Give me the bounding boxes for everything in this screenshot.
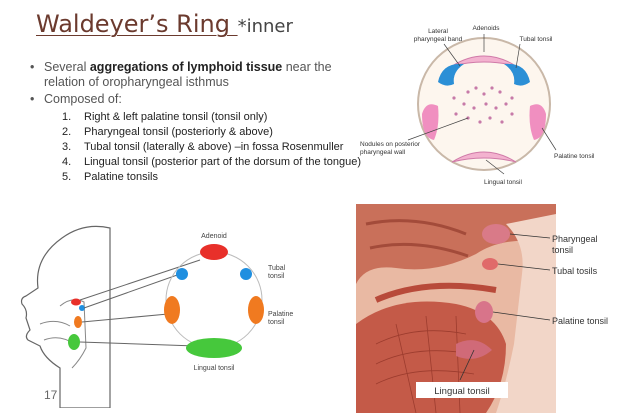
label-lateral: Lateral [428, 28, 448, 35]
label-lingual-tonsil: Lingual tonsil [484, 179, 522, 186]
label-palatine-line2: tonsil [268, 319, 285, 326]
slide-title: Waldeyer’s Ring *inner [36, 10, 293, 38]
bullet-item: Composed of: [30, 92, 350, 107]
list-item: 5. Palatine tonsils [62, 170, 362, 184]
waldeyer-ring-diagram: Adenoid Tubal tonsil Palatine tonsil Lin… [20, 225, 293, 408]
lingual-tonsil [456, 340, 492, 359]
title-main: Waldeyer’s Ring [36, 10, 238, 38]
bullet-item: Several aggregations of lymphoid tissue … [30, 60, 350, 90]
tubal-small [79, 305, 85, 311]
label-tubal-line2: tonsil [268, 273, 285, 280]
list-number: 4. [62, 156, 72, 168]
list-item: 1. Right & left palatine tonsil (tonsil o… [62, 110, 362, 124]
label-lingual-tonsil: Lingual tonsil [434, 386, 489, 397]
title-suffix: *inner [237, 16, 293, 37]
tubal-node-left [176, 268, 188, 280]
list-text: Tubal tonsil (laterally & above) –in fos… [84, 141, 344, 153]
palatine-tonsil [475, 301, 493, 323]
bullet-text: Several [44, 60, 90, 74]
palatine-tonsil-right [529, 104, 546, 140]
label-tubal-tonsil: Tubal tonsil [520, 36, 554, 43]
ring-outline [165, 251, 263, 349]
lingual-small [68, 334, 80, 350]
slide-number: 17 [44, 388, 58, 402]
numbered-list: 1. Right & left palatine tonsil (tonsil o… [62, 110, 362, 185]
list-text: Right & left palatine tonsil (tonsil onl… [84, 111, 268, 123]
pharynx-wall [496, 214, 556, 413]
label-palatine-tonsil: Palatine tonsil [554, 153, 595, 160]
adenoid-node [200, 244, 228, 260]
list-item: 2. Pharyngeal tonsil (posteriorly & above… [62, 125, 362, 139]
bullet-text: near the relation of oropharyngeal isthm… [44, 60, 332, 89]
tubal-tonsil-right [504, 63, 530, 86]
posterior-nodules [452, 86, 514, 124]
soft-palate [374, 282, 497, 303]
bullet-bold-text: aggregations of lymphoid tissue [89, 60, 283, 74]
lingual-node [186, 338, 242, 358]
adenoid-small [71, 298, 81, 306]
turbinate-1 [365, 219, 467, 236]
tubal-tonsil [482, 258, 498, 270]
palatine-node-right [248, 296, 264, 324]
lingual-label-bg [416, 382, 508, 398]
tubal-node-right [240, 268, 252, 280]
turbinate-2 [369, 242, 469, 258]
list-text: Lingual tonsil (posterior part of the do… [84, 156, 361, 168]
list-number: 3. [62, 141, 72, 153]
label-nodules-line2: pharyngeal wall [360, 149, 406, 156]
list-text: Palatine tonsils [84, 171, 158, 183]
bullet-list: Several aggregations of lymphoid tissue … [30, 60, 350, 109]
leader-lines [407, 34, 557, 175]
airway-outline [59, 299, 87, 369]
list-number: 2. [62, 126, 72, 138]
label-lingual: Lingual tonsil [194, 365, 235, 372]
label-tubal-line1: Tubal [268, 265, 286, 272]
label-pharyngeal-line1: Pharyngeal [552, 234, 598, 244]
label-adenoid: Adenoid [201, 233, 227, 240]
lingual-tonsil-shape [451, 151, 517, 163]
label-nodules-line1: Nodules on posterior [360, 141, 421, 148]
palatine-node-left [164, 296, 180, 324]
anatomy-leader-lines [459, 233, 551, 381]
palatine-tonsil-left [422, 104, 439, 140]
pharyngeal-tonsil [482, 224, 510, 244]
head-profile [20, 225, 111, 408]
label-pharyngeal-band: pharyngeal band [414, 36, 463, 43]
list-number: 1. [62, 111, 72, 123]
label-tubal-tonsils: Tubal tosils [552, 266, 598, 276]
label-pharyngeal-line2: tonsil [552, 245, 573, 255]
label-palatine-line1: Palatine [268, 311, 293, 318]
palate-outline [39, 320, 71, 327]
bullet-text: Composed of: [44, 92, 122, 106]
list-item: 4. Lingual tonsil (posterior part of the … [62, 155, 362, 169]
label-adenoids: Adenoids [472, 25, 500, 32]
sagittal-section-diagram: Pharyngeal tonsil Tubal tosils Palatine … [356, 204, 608, 413]
list-item: 3. Tubal tonsil (laterally & above) –in f… [62, 140, 362, 154]
list-number: 5. [62, 171, 72, 183]
palatine-small [74, 316, 82, 328]
list-text: Pharyngeal tonsil (posteriorly & above) [84, 126, 273, 138]
oropharynx-diagram: Lateral pharyngeal band Adenoids Tubal t… [360, 25, 595, 186]
tubal-tonsil-left [438, 63, 464, 86]
label-palatine-tonsil: Palatine tonsil [552, 316, 608, 326]
